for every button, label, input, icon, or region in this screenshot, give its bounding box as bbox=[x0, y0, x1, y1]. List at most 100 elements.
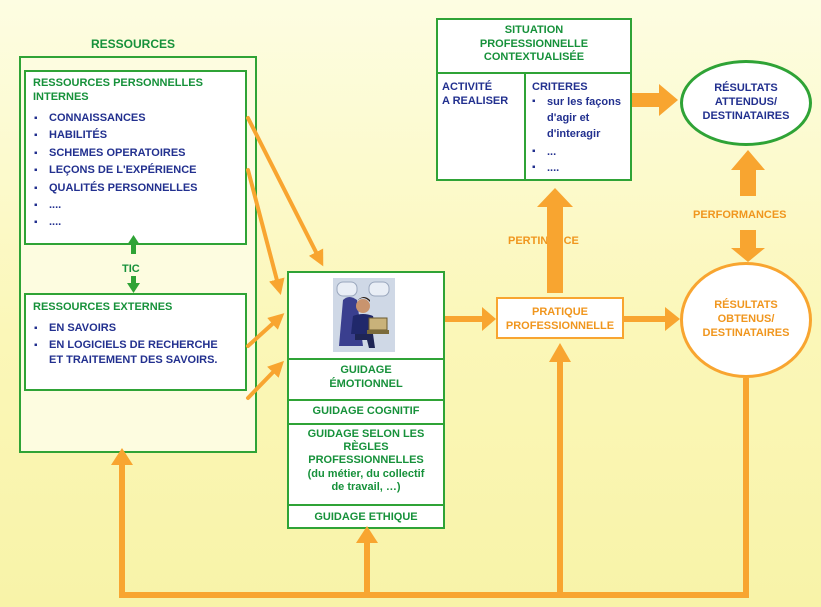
activite-line: A REALISER bbox=[442, 95, 509, 107]
arrow-up-icon bbox=[356, 526, 378, 543]
feedback-to-guidage-shaft bbox=[364, 540, 370, 598]
criteres-continuation-line: d'interagir bbox=[547, 128, 601, 140]
guidage-regles-line: GUIDAGE SELON LES bbox=[307, 428, 425, 440]
activite-label: ACTIVITÉ A REALISER bbox=[442, 80, 508, 108]
guidage-regles-line: de travail, …) bbox=[331, 480, 401, 493]
person-using-laptop-in-airplane-seat-icon bbox=[333, 278, 395, 352]
arrow-up-icon bbox=[731, 150, 765, 170]
situation-title: SITUATION PROFESSIONNELLE CONTEXTUALISÉE bbox=[438, 24, 630, 65]
criteres-item1-continuation: d'agir et d'interagir bbox=[547, 110, 600, 142]
arrow-up-icon bbox=[537, 188, 573, 207]
criteres-continuation-line: d'agir et bbox=[547, 112, 590, 124]
arrow-down-icon bbox=[127, 283, 140, 293]
list-item: .... bbox=[33, 214, 198, 232]
list-item: EN LOGICIELS DE RECHERCHE bbox=[33, 337, 218, 355]
ressources-internes-box: RESSOURCES PERSONNELLES INTERNES CONNAIS… bbox=[24, 70, 247, 245]
activite-line: ACTIVITÉ bbox=[442, 81, 493, 93]
arrow-right-icon bbox=[665, 307, 680, 331]
guidage-regles-line: (du métier, du collectif bbox=[307, 467, 425, 480]
divider bbox=[289, 399, 443, 401]
performances-up-shaft bbox=[740, 168, 756, 196]
criteres-list: sur les façons bbox=[531, 94, 621, 110]
divider bbox=[289, 423, 443, 425]
arrow-right-icon bbox=[659, 84, 678, 116]
ressources-externes-list: EN SAVOIRS EN LOGICIELS DE RECHERCHE bbox=[33, 320, 218, 355]
guidage-to-pratique-shaft bbox=[445, 316, 485, 322]
list-item: CONNAISSANCES bbox=[33, 110, 198, 128]
feedback-bar bbox=[119, 592, 749, 598]
list-item: LEÇONS DE L'EXPÉRIENCE bbox=[33, 162, 198, 180]
divider bbox=[438, 72, 630, 74]
guidage-emotionnel-line1: GUIDAGE bbox=[340, 364, 392, 376]
tic-arrow-shaft-top bbox=[131, 244, 136, 254]
divider bbox=[289, 358, 443, 360]
resultats-attendus-text: RÉSULTATS ATTENDUS/ DESTINATAIRES bbox=[683, 81, 809, 123]
divider bbox=[289, 504, 443, 506]
ressources-externes-box: RESSOURCES EXTERNES EN SAVOIRS EN LOGICI… bbox=[24, 293, 247, 391]
situation-title-line: CONTEXTUALISÉE bbox=[483, 51, 585, 63]
list-item: QUALITÉS PERSONNELLES bbox=[33, 180, 198, 198]
pratique-line: PROFESSIONNELLE bbox=[505, 320, 615, 332]
arrow-up-icon bbox=[111, 448, 133, 465]
situation-to-attendus-shaft bbox=[632, 93, 662, 107]
ressources-internes-title-line2: INTERNES bbox=[33, 91, 89, 103]
resultats-obtenus-line: RÉSULTATS bbox=[714, 299, 778, 311]
arrow-externes-to-guidage-1 bbox=[246, 313, 285, 348]
arrow-internes-to-guidage-2 bbox=[246, 168, 285, 295]
feedback-rise-right bbox=[743, 378, 749, 598]
situation-title-line: PROFESSIONNELLE bbox=[479, 37, 589, 50]
feedback-to-pratique-shaft bbox=[557, 360, 563, 598]
ressources-internes-title-line1: RESSOURCES PERSONNELLES bbox=[33, 77, 203, 89]
list-item: .... bbox=[531, 160, 559, 176]
list-item: EN SAVOIRS bbox=[33, 320, 218, 338]
resultats-obtenus-line: OBTENUS/ bbox=[717, 313, 775, 325]
situation-box: SITUATION PROFESSIONNELLE CONTEXTUALISÉE… bbox=[436, 18, 632, 181]
arrow-down-icon bbox=[731, 248, 765, 262]
arrow-internes-to-guidage-1 bbox=[246, 116, 324, 267]
arrow-right-icon bbox=[482, 307, 496, 331]
pertinence-shaft bbox=[547, 205, 563, 293]
performances-label: PERFORMANCES bbox=[693, 209, 787, 221]
tic-arrow-shaft-bottom bbox=[131, 276, 136, 284]
resultats-obtenus-line: DESTINATAIRES bbox=[702, 327, 790, 339]
pratique-box: PRATIQUE PROFESSIONNELLE bbox=[496, 297, 624, 339]
list-item: .... bbox=[33, 197, 198, 215]
resultats-attendus-line: ATTENDUS/ bbox=[714, 96, 778, 108]
ressources-title: RESSOURCES bbox=[91, 37, 176, 51]
tic-label: TIC bbox=[122, 263, 140, 275]
resultats-obtenus-ellipse: RÉSULTATS OBTENUS/ DESTINATAIRES bbox=[680, 262, 812, 378]
resultats-attendus-ellipse: RÉSULTATS ATTENDUS/ DESTINATAIRES bbox=[680, 60, 812, 146]
guidage-regles: GUIDAGE SELON LES RÈGLES PROFESSIONNELLE… bbox=[289, 428, 443, 494]
guidage-cognitif: GUIDAGE COGNITIF bbox=[312, 405, 420, 417]
divider bbox=[524, 72, 526, 179]
guidage-regles-line: RÈGLES bbox=[343, 441, 389, 454]
arrow-up-icon bbox=[127, 235, 140, 245]
list-item: SCHEMES OPERATOIRES bbox=[33, 145, 198, 163]
ressources-externes-title: RESSOURCES EXTERNES bbox=[33, 301, 173, 313]
list-item: HABILITÉS bbox=[33, 127, 198, 145]
feedback-to-ressources-shaft bbox=[119, 463, 125, 598]
guidage-emotionnel-line2: ÉMOTIONNEL bbox=[329, 378, 403, 390]
ressources-internes-list: CONNAISSANCES HABILITÉS SCHEMES OPERATOI… bbox=[33, 110, 198, 232]
resultats-attendus-line: DESTINATAIRES bbox=[702, 110, 790, 122]
list-item: ... bbox=[531, 144, 559, 160]
resultats-obtenus-text: RÉSULTATS OBTENUS/ DESTINATAIRES bbox=[683, 298, 809, 340]
pratique-text: PRATIQUE PROFESSIONNELLE bbox=[498, 305, 622, 333]
criteres-list-rest: ... .... bbox=[531, 144, 559, 176]
arrow-up-icon bbox=[549, 343, 571, 362]
criteres-title: CRITERES bbox=[532, 81, 588, 93]
guidage-emotionnel: GUIDAGE ÉMOTIONNEL bbox=[289, 363, 443, 391]
guidage-ethique: GUIDAGE ETHIQUE bbox=[314, 511, 418, 523]
pratique-line: PRATIQUE bbox=[531, 306, 589, 318]
ressources-externes-continuation: ET TRAITEMENT DES SAVOIRS. bbox=[49, 354, 218, 366]
arrow-externes-to-guidage-2 bbox=[246, 360, 285, 400]
list-item: sur les façons bbox=[531, 94, 621, 110]
ressources-internes-title: RESSOURCES PERSONNELLES INTERNES bbox=[33, 76, 203, 104]
pratique-to-obtenus-shaft bbox=[624, 316, 668, 322]
resultats-attendus-line: RÉSULTATS bbox=[714, 82, 778, 94]
performances-down-shaft bbox=[740, 230, 756, 250]
situation-title-line: SITUATION bbox=[504, 24, 564, 36]
guidage-regles-line: PROFESSIONNELLES bbox=[308, 454, 424, 467]
